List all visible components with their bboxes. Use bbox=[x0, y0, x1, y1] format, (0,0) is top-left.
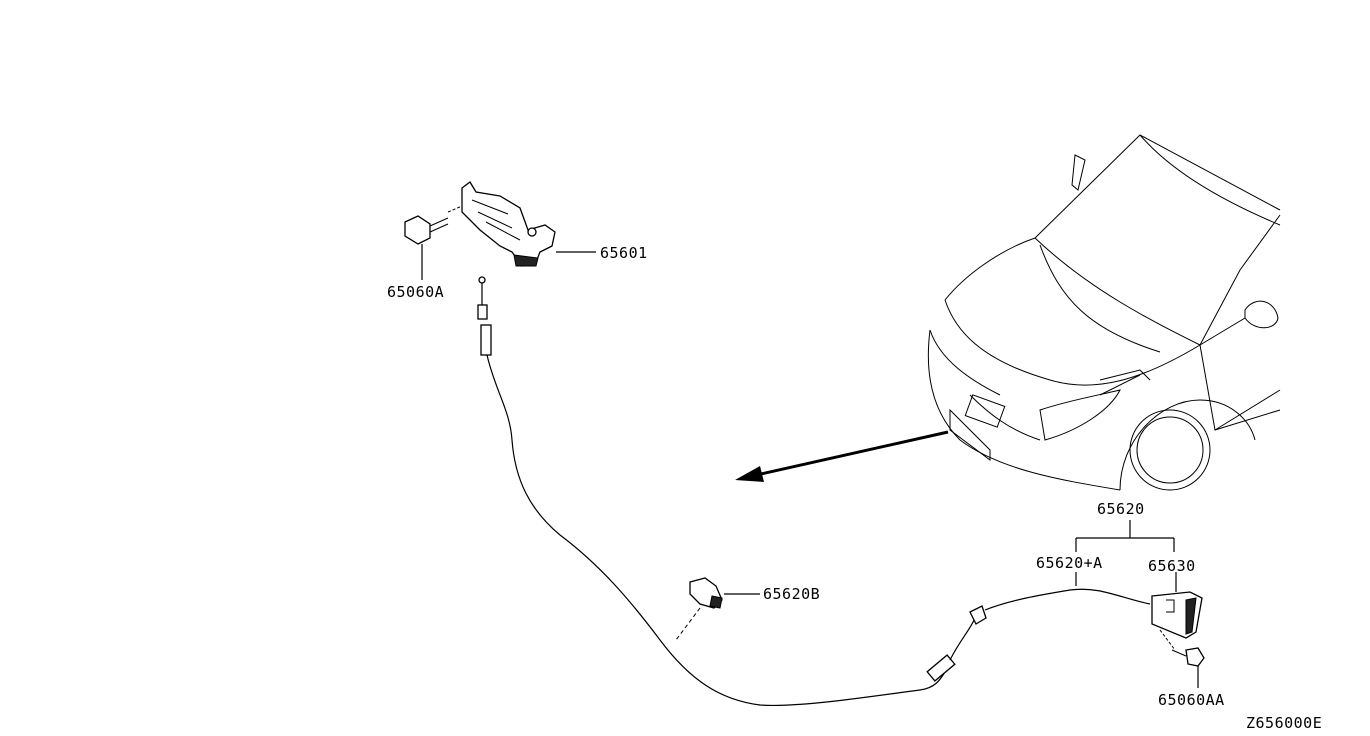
cable-clip-part bbox=[675, 577, 760, 641]
release-handle-part bbox=[1151, 591, 1203, 651]
assembly-bracket bbox=[1075, 520, 1177, 592]
hood-release-cable bbox=[477, 276, 1151, 707]
diagram-code: Z656000E bbox=[1246, 714, 1322, 732]
lock-bolt-part bbox=[404, 205, 463, 280]
part-label-65620: 65620 bbox=[1097, 500, 1145, 518]
part-label-65630: 65630 bbox=[1148, 557, 1196, 575]
hood-lock-part bbox=[461, 181, 556, 267]
part-label-65620B: 65620B bbox=[763, 585, 820, 603]
direction-arrow bbox=[735, 430, 949, 482]
part-label-65060A: 65060A bbox=[387, 283, 444, 301]
part-label-65601: 65601 bbox=[600, 244, 648, 262]
handle-bolt-part bbox=[1171, 647, 1205, 688]
part-label-65060AA: 65060AA bbox=[1158, 691, 1225, 709]
vehicle-front-illustration bbox=[927, 134, 1281, 491]
part-label-65620-A: 65620+A bbox=[1036, 554, 1103, 572]
